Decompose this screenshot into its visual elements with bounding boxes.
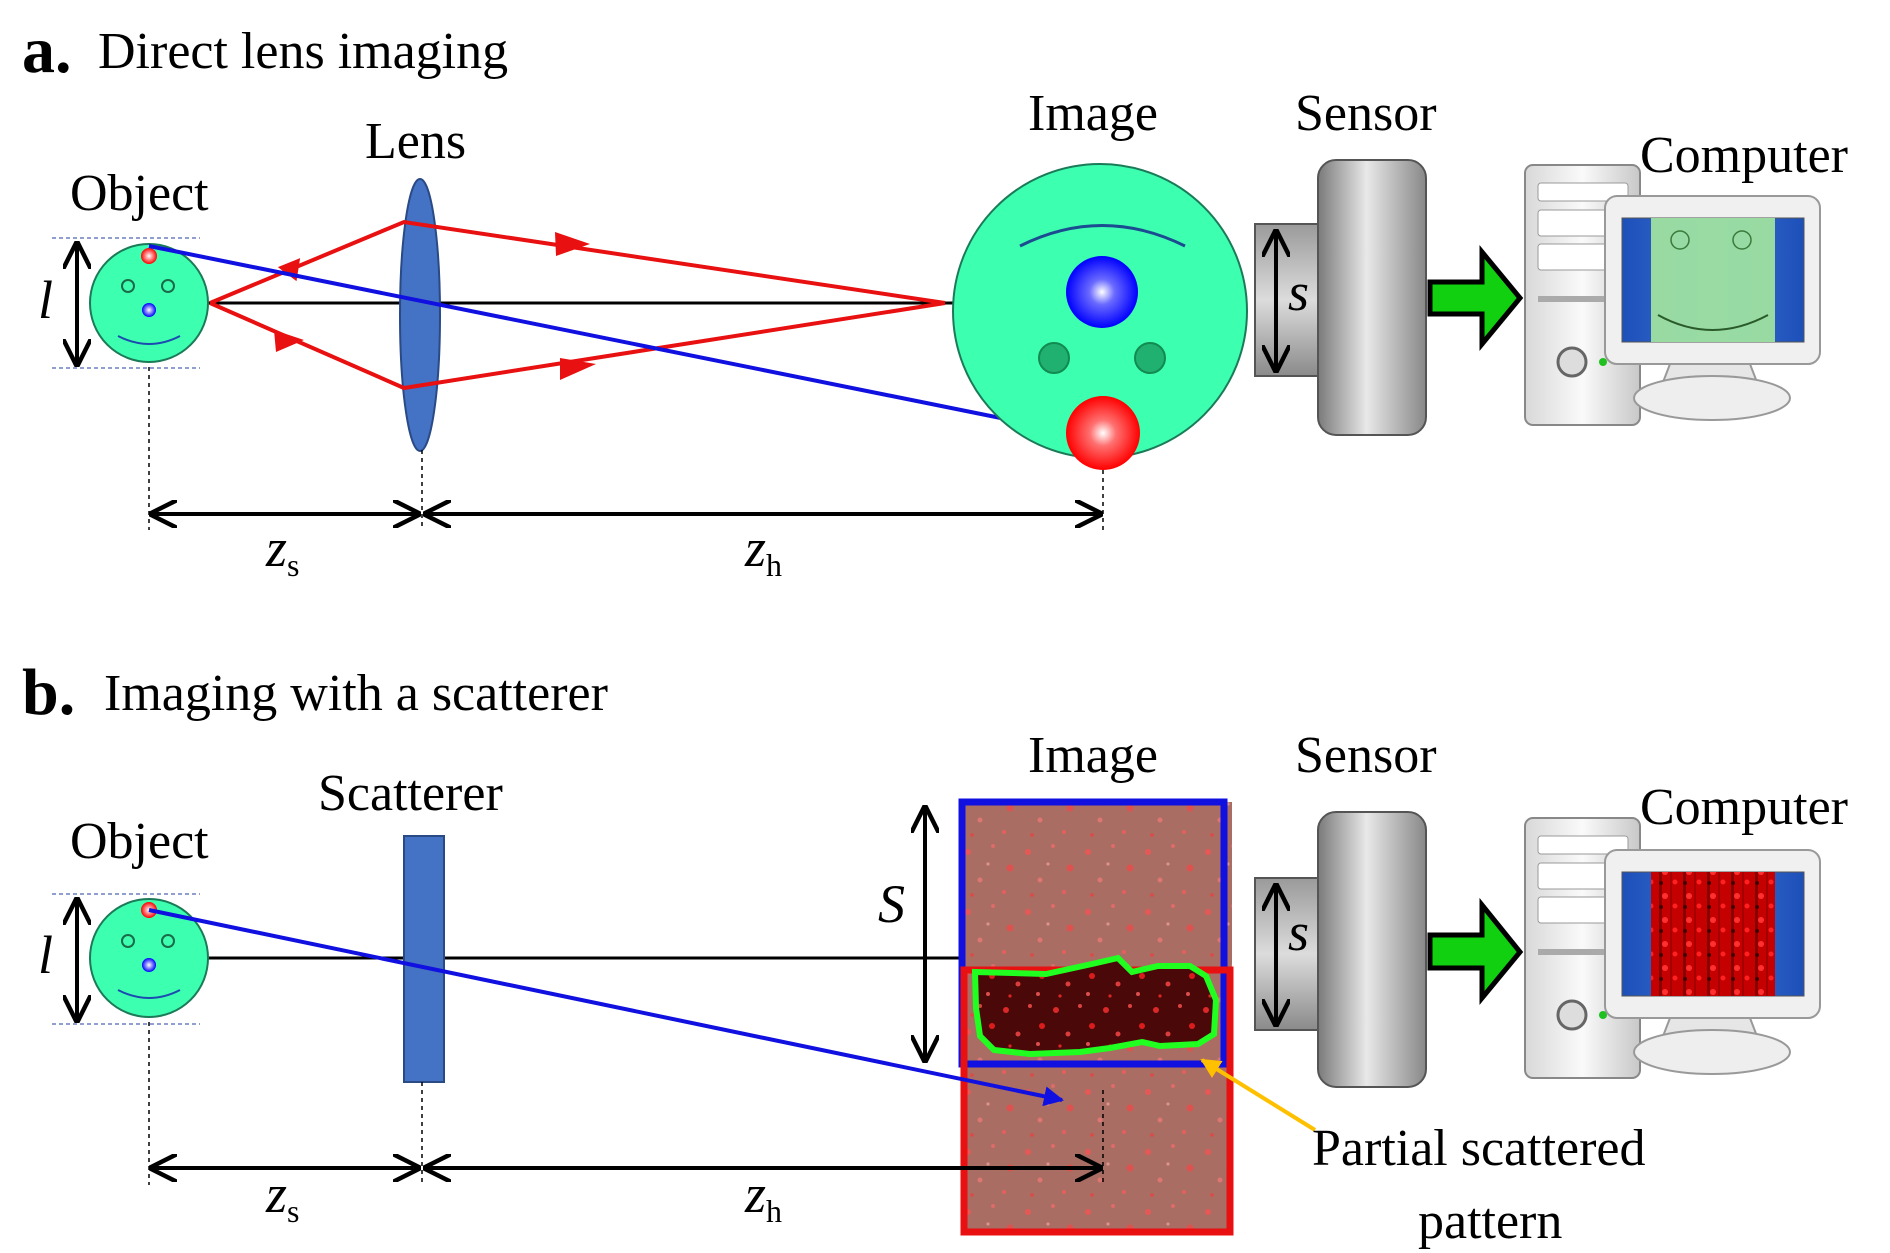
annotation-arrow: [1200, 1058, 1317, 1132]
scatterer: [403, 835, 445, 1083]
lens-label: Lens: [365, 113, 466, 170]
object-size-label-b: l: [38, 925, 53, 985]
image-blue-dot: [1066, 256, 1138, 328]
object-size-label: l: [38, 270, 53, 330]
zs-label-b: zs: [265, 1164, 299, 1229]
object-label-a: Object: [70, 165, 209, 222]
partial-pattern-outline: [971, 954, 1220, 1058]
annotation-line-2: pattern: [1418, 1193, 1562, 1250]
panel-b-title: Imaging with a scatterer: [104, 665, 608, 722]
scatterer-label: Scatterer: [318, 765, 503, 822]
object-a: [52, 237, 209, 369]
object-label-b: Object: [70, 813, 209, 870]
panel-a-title: Direct lens imaging: [98, 23, 508, 80]
zh-label-b: zh: [744, 1164, 782, 1229]
sensor-a: [1254, 159, 1427, 436]
computer-b: [1524, 817, 1821, 1079]
image-label-b: Image: [1028, 727, 1158, 784]
computer-label-b: Computer: [1640, 779, 1848, 836]
annotation-line-1: Partial scattered: [1312, 1120, 1646, 1177]
image-a: [952, 163, 1248, 470]
panel-a-letter: a.: [22, 14, 72, 87]
computer-a: [1524, 164, 1821, 426]
sensor-label-a: Sensor: [1295, 85, 1437, 142]
lens: [399, 178, 441, 452]
panel-b: b. Imaging with a scatterer l Object Sca…: [22, 656, 1848, 1250]
green-arrow-a: [1427, 245, 1524, 351]
pattern-size-label: S: [878, 874, 905, 934]
object-red-dot: [141, 248, 157, 264]
sensor-size-label-b: s: [1288, 902, 1309, 962]
image-label-a: Image: [1028, 85, 1158, 142]
object-blue-dot: [142, 303, 156, 317]
green-arrow-b: [1427, 897, 1524, 1005]
sensor-size-label-a: s: [1288, 262, 1309, 322]
zs-label-a: zs: [265, 518, 299, 583]
computer-label-a: Computer: [1640, 127, 1848, 184]
panel-b-letter: b.: [22, 656, 75, 729]
image-red-dot: [1066, 396, 1140, 470]
sensor-label-b: Sensor: [1295, 727, 1437, 784]
blue-chief-ray-b: [148, 908, 1064, 1107]
zh-label-a: zh: [744, 518, 782, 583]
sensor-b: [1254, 811, 1427, 1088]
panel-a: a. Direct lens imaging l Object Lens: [22, 14, 1848, 583]
sensor-window-box: [958, 798, 1228, 1068]
blue-chief-ray-a: [148, 244, 1062, 437]
